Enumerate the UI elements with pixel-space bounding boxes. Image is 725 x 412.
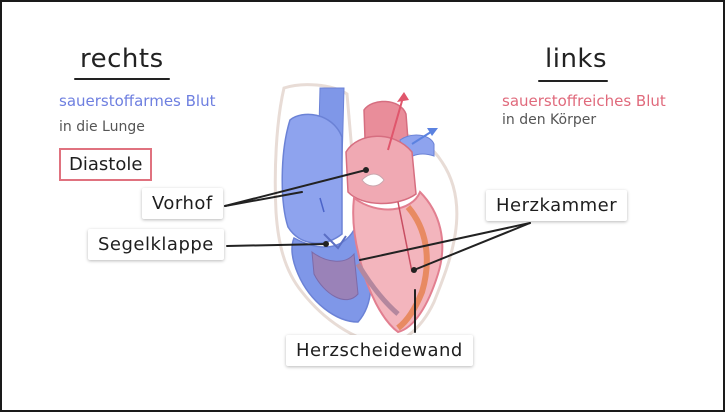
to-body-label: in den Körper xyxy=(502,112,596,128)
heading-right-side: rechts xyxy=(80,44,164,74)
oxygenated-blood-label: sauerstoffreiches Blut xyxy=(502,92,666,110)
to-lungs-label: in die Lunge xyxy=(59,119,145,135)
deoxygenated-blood-label: sauerstoffarmes Blut xyxy=(59,92,215,110)
label-septum: Herzscheidewand xyxy=(286,335,473,366)
label-atrium: Vorhof xyxy=(142,188,223,219)
label-atrioventricular-valve: Segelklappe xyxy=(88,229,224,260)
heading-right-side-underline xyxy=(74,78,170,80)
flow-arrow-red-head xyxy=(397,92,409,102)
flow-arrow-blue-head xyxy=(427,128,438,136)
left-atrium xyxy=(346,136,416,203)
label-ventricle: Herzkammer xyxy=(486,190,627,221)
heading-left-side: links xyxy=(545,44,607,74)
diastole-badge: Diastole xyxy=(59,148,152,181)
heading-left-side-underline xyxy=(538,80,608,82)
